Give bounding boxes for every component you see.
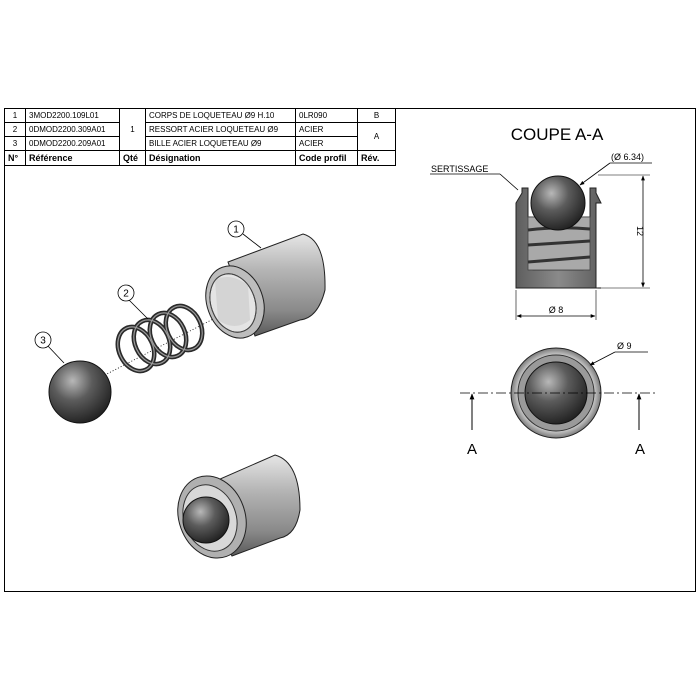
callout-bubble-1 — [227, 220, 245, 238]
body-part-1 — [205, 233, 326, 339]
height-dimension-label: 12 — [635, 226, 645, 236]
outer-diameter-label: Ø 9 — [617, 341, 632, 351]
sertissage-label: SERTISSAGE — [431, 164, 488, 174]
bom-header-reference: Référence — [25, 150, 120, 166]
callout-bubble-2 — [117, 284, 135, 302]
section-title: COUPE A-A — [511, 125, 604, 144]
callout-number-3: 3 — [40, 336, 46, 347]
cut-label-left: A — [467, 441, 477, 458]
bom-header-code: Code profil — [295, 150, 358, 166]
bill-of-materials: 1 3MOD2200.109L01 1 CORPS DE LOQUETEAU Ø… — [4, 108, 396, 166]
callout-number-1: 1 — [233, 225, 239, 236]
ball-diameter-leader — [579, 162, 611, 186]
outer-diameter-leader — [589, 351, 616, 366]
cut-label-right: A — [635, 441, 645, 458]
ball-part-3 — [48, 360, 112, 424]
bom-revision: A — [357, 122, 396, 151]
callout-number-2: 2 — [123, 289, 129, 300]
callout-bubble-3 — [34, 331, 52, 349]
sertissage-leader — [499, 173, 519, 191]
callout-leader-3 — [46, 344, 65, 364]
spring-highlight — [117, 305, 203, 372]
ball-diameter-label: (Ø 6.34) — [611, 152, 644, 162]
callout-leader-2 — [128, 299, 149, 320]
section-view — [515, 175, 602, 289]
spring-part-2 — [115, 303, 205, 374]
width-dimension-label: Ø 8 — [549, 305, 564, 315]
bom-header-row: N° Référence Qté Désignation Code profil… — [4, 150, 396, 166]
bom-header-revision: Rév. — [357, 150, 396, 166]
assembled-latch-view — [177, 454, 301, 559]
callout-leader-1 — [242, 233, 262, 249]
